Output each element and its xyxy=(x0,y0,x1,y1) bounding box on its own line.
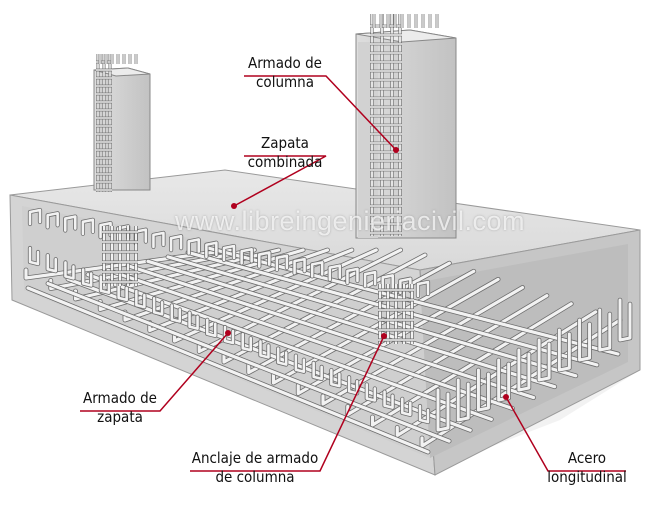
rebar-bar xyxy=(456,378,470,422)
rebar-bar xyxy=(81,268,93,287)
rebar-bar xyxy=(152,231,165,249)
rebar-bar xyxy=(400,397,412,417)
label-line: zapata xyxy=(97,408,143,426)
label-line: longitudinal xyxy=(547,468,627,486)
rebar-bar xyxy=(416,280,430,298)
leader-anclaje xyxy=(190,335,385,472)
rebar-bar xyxy=(28,246,40,266)
label-line: combinada xyxy=(247,153,323,171)
rebar-bar xyxy=(346,267,359,285)
rebar-bar xyxy=(24,248,232,280)
leader-acero xyxy=(505,396,626,472)
label-line: Armado de xyxy=(83,389,157,407)
rebar-bar xyxy=(169,234,183,252)
rebar-bar xyxy=(205,241,218,259)
rebar-bar xyxy=(222,244,236,262)
leader-armado-columna xyxy=(244,75,397,151)
label-line: Anclaje de armado xyxy=(191,449,319,467)
leader-armado-zapata xyxy=(80,332,229,412)
watermark-text: www.libreingenieriacivil.com xyxy=(174,206,526,236)
rebar-bar xyxy=(293,257,306,275)
rebar-bar xyxy=(436,388,450,432)
rebar-bar xyxy=(222,253,427,364)
rebar-bar xyxy=(365,383,377,402)
rebar-bar xyxy=(557,328,571,372)
label-line: columna xyxy=(256,73,314,91)
rebar-bar xyxy=(117,282,128,302)
rebar-bar xyxy=(46,253,58,273)
rebar-bar xyxy=(347,375,359,395)
rebar-bar xyxy=(257,251,271,268)
rebar-bar xyxy=(241,332,253,352)
rebar-bar xyxy=(106,268,515,411)
rebar-bar xyxy=(166,255,578,378)
rebar-bar xyxy=(276,347,288,366)
rebar-bar xyxy=(381,274,395,291)
rebar-bar xyxy=(418,404,430,424)
label-line: Zapata xyxy=(261,134,309,152)
label-line: Acero xyxy=(567,449,607,467)
rebar-bar xyxy=(46,281,451,443)
rebar-bar xyxy=(294,354,306,374)
rebar-bar xyxy=(517,348,531,392)
rebar-bar xyxy=(275,254,289,272)
rebar-bar xyxy=(46,211,59,229)
rebar-bar xyxy=(259,340,270,359)
rebar-bar xyxy=(598,308,612,352)
rebar-bar xyxy=(26,286,430,454)
rebar-bar xyxy=(497,358,511,402)
rebar-bar xyxy=(187,238,201,255)
leader-zapata-combinada xyxy=(233,155,327,207)
rebar-bar xyxy=(146,259,557,389)
label-armado-columna: Armado de columna xyxy=(244,54,326,92)
rebar-bar xyxy=(476,368,490,412)
rebar-bar xyxy=(420,318,622,448)
rebar-bar xyxy=(240,247,253,265)
label-line: Armado de xyxy=(248,54,322,72)
rebar-bar xyxy=(170,304,182,323)
rebar-bar xyxy=(578,318,592,362)
rebar-bar xyxy=(28,208,42,226)
rebar-bar xyxy=(328,264,342,281)
rebar-bar xyxy=(99,275,111,295)
rebar-bar xyxy=(188,311,199,330)
rebar-bar xyxy=(223,325,235,345)
rebar-bar xyxy=(126,264,536,400)
rebar-bar xyxy=(135,289,146,309)
rebar-bar xyxy=(152,296,164,316)
rebar-bar xyxy=(63,215,77,232)
footing-rebar-mesh xyxy=(23,207,633,455)
label-acero-longitudinal: Acero longitudinal xyxy=(546,449,628,487)
rebar-bar xyxy=(205,318,217,338)
rebar-bar xyxy=(197,248,403,354)
label-anclaje: Anclaje de armado de columna xyxy=(190,449,320,487)
rebar-bar xyxy=(330,368,341,388)
rebar-bar xyxy=(64,261,75,280)
rebar-bar xyxy=(383,390,394,409)
label-line: de columna xyxy=(215,468,295,486)
leader-lines xyxy=(80,75,626,472)
rebar-bar xyxy=(370,302,573,427)
label-zapata-combinada: Zapata combinada xyxy=(244,134,326,172)
column-rebar-cages xyxy=(96,14,439,344)
rebar-bar xyxy=(537,338,551,382)
rebar-bar xyxy=(81,218,95,236)
rebar-bar xyxy=(618,298,632,342)
rebar-bar xyxy=(312,361,323,381)
footing-cutaway-side xyxy=(420,244,628,458)
rebar-bar xyxy=(310,261,324,278)
label-armado-zapata: Armado de zapata xyxy=(80,389,160,427)
rebar-bar xyxy=(363,270,377,288)
